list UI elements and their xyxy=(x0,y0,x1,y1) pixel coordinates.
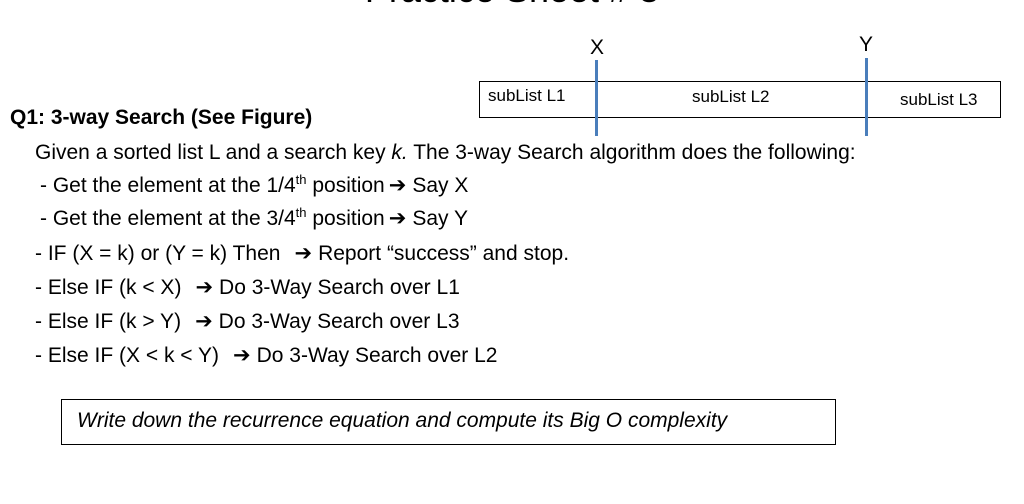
arrow-icon: ➔ xyxy=(195,276,214,299)
step-2-text: - Get the element at the 3/4 xyxy=(40,207,296,230)
step-1-suffix: position xyxy=(306,174,385,197)
step-5-result: Do 3-Way Search over L3 xyxy=(218,310,460,333)
sublist-l3-label: subList L3 xyxy=(900,90,978,109)
step-5-line: - Else IF (k > Y) ➔Do 3-Way Search over L… xyxy=(35,310,460,334)
task-box: Write down the recurrence equation and c… xyxy=(61,399,836,445)
step-2-result: Say Y xyxy=(412,207,468,230)
sublist-l2-label: subList L2 xyxy=(692,87,770,106)
x-divider-line xyxy=(595,60,598,136)
step-3-line: - IF (X = k) or (Y = k) Then ➔Report “suc… xyxy=(35,242,569,266)
slide-title: Practice Sheet # 3 xyxy=(0,0,1024,10)
arrow-icon: ➔ xyxy=(195,310,213,333)
arrow-icon: ➔ xyxy=(388,207,407,230)
arrow-icon: ➔ xyxy=(294,242,313,265)
step-2-suffix: position xyxy=(306,207,385,230)
step-4-condition: - Else IF (k < X) xyxy=(35,276,182,299)
sublist-l1-label: subList L1 xyxy=(488,86,566,105)
step-4-result: Do 3-Way Search over L1 xyxy=(219,276,460,299)
step-2-superscript: th xyxy=(295,205,307,220)
step-4-line: - Else IF (k < X) ➔Do 3-Way Search over L… xyxy=(35,276,460,300)
task-text: Write down the recurrence equation and c… xyxy=(77,409,728,432)
intro-line: Given a sorted list L and a search key k… xyxy=(35,141,856,165)
x-marker-label: X xyxy=(589,36,604,59)
step-6-result: Do 3-Way Search over L2 xyxy=(256,344,498,367)
step-1-result: Say X xyxy=(412,174,469,197)
step-5-condition: - Else IF (k > Y) xyxy=(35,310,182,333)
step-6-condition: - Else IF (X < k < Y) xyxy=(35,344,219,367)
step-6-line: - Else IF (X < k < Y) ➔Do 3-Way Search ov… xyxy=(35,344,497,368)
arrow-icon: ➔ xyxy=(388,174,407,197)
step-3-result: Report “success” and stop. xyxy=(318,242,570,265)
y-divider-line xyxy=(865,58,868,136)
step-1-line: - Get the element at the 1/4th position➔… xyxy=(40,172,469,198)
step-3-condition: - IF (X = k) or (Y = k) Then xyxy=(35,242,281,265)
y-marker-label: Y xyxy=(858,33,873,56)
question-title: Q1: 3-way Search (See Figure) xyxy=(10,106,313,129)
list-figure-box xyxy=(479,81,1001,118)
step-2-line: - Get the element at the 3/4th position➔… xyxy=(40,205,468,231)
arrow-icon: ➔ xyxy=(233,344,251,367)
intro-suffix: The 3-way Search algorithm does the foll… xyxy=(407,141,856,164)
step-1-superscript: th xyxy=(295,172,307,187)
step-1-text: - Get the element at the 1/4 xyxy=(40,174,296,197)
intro-key: k. xyxy=(391,141,408,164)
intro-prefix: Given a sorted list L and a search key xyxy=(35,141,392,164)
